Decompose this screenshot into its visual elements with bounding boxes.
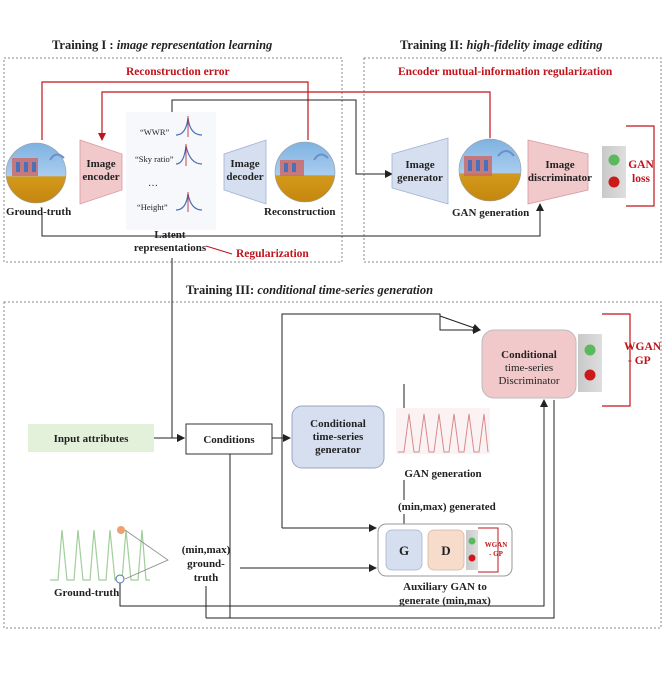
wgan-gp-bracket: [602, 313, 631, 407]
gan-loss-label-2: loss: [632, 173, 650, 185]
image-discriminator-label-2: discriminator: [528, 172, 592, 184]
gan-loss-label-1: GAN: [628, 159, 654, 171]
aux-d-label: D: [441, 543, 450, 558]
image-generator: [391, 137, 449, 205]
attr-wwr: “WWR”: [140, 127, 169, 137]
regularization-pointer: [205, 245, 233, 255]
aux-wgan-label-2: - GP: [489, 550, 504, 558]
aux-gan-label-2: generate (min,max): [399, 595, 491, 607]
mi-regularization-label: Encoder mutual-information regularizatio…: [398, 66, 613, 78]
generated-time-series: [396, 408, 490, 454]
reconstruction-label: Reconstruction: [264, 206, 336, 218]
gan-loss-bracket: [626, 125, 655, 207]
ground-truth-to-discriminator-line-2: [119, 399, 548, 607]
gan-generated-image: [458, 138, 522, 202]
image-encoder-label-1: Image: [86, 158, 115, 170]
ground-truth-to-discriminator-line: [41, 203, 544, 237]
gan-generation-label-2: GAN generation: [404, 468, 481, 480]
image-decoder-label-2: decoder: [226, 171, 263, 183]
image-discriminator-label-1: Image: [545, 159, 574, 171]
image-generator-label-2: generator: [397, 172, 443, 184]
aux-g-box: [385, 529, 423, 571]
section1-frame: [3, 57, 343, 263]
minmax-gt-label-1: (min,max): [182, 544, 231, 556]
attr-height: “Height”: [137, 202, 168, 212]
mi-regularization-line: [98, 91, 491, 141]
minmax-gt-label-2: ground-: [187, 558, 225, 570]
cts-discriminator-box: [481, 329, 577, 399]
gen-to-disc-arrow: [439, 315, 481, 332]
wgan-real-green: [584, 344, 596, 356]
attr-ellipsis: …: [148, 178, 158, 189]
latent-to-conditions-line: [171, 258, 185, 442]
latent-to-generator-line: [171, 99, 393, 178]
image-decoder: [223, 139, 267, 205]
wgan-gp-label-1: WGAN: [624, 341, 662, 353]
aux-d-box: [427, 529, 465, 571]
section1-title: Training I : image representation learni…: [52, 38, 272, 52]
real-indicator-green: [608, 154, 620, 166]
image-generator-label-1: Image: [405, 159, 434, 171]
ground-truth-time-series: [50, 526, 169, 584]
cts-generator-label-2: time-series: [313, 431, 364, 443]
cts-generator-label-1: Conditional: [310, 418, 366, 430]
section3-frame: [3, 301, 662, 629]
ground-truth-label: Ground-truth: [6, 206, 71, 218]
aux-wgan-label-1: WGAN: [485, 541, 508, 549]
image-discriminator: [527, 139, 589, 205]
gan-generation-label-1: GAN generation: [452, 207, 529, 219]
section2-frame: [363, 57, 662, 263]
ground-truth-image: [5, 142, 67, 204]
minmax-gt-label-3: truth: [194, 572, 218, 584]
image-decoder-label-1: Image: [230, 158, 259, 170]
image-encoder-label-2: encoder: [82, 171, 119, 183]
aux-fake-red: [468, 554, 476, 562]
conditions-label: Conditions: [203, 434, 255, 446]
bottom-to-disc-line: [206, 400, 555, 619]
aux-g-label: G: [399, 543, 409, 558]
section3-title: Training III: conditional time-series ge…: [186, 283, 433, 297]
conditions-to-discriminator-line: [281, 313, 481, 528]
cts-discriminator-label-3: Discriminator: [498, 375, 559, 387]
ground-truth-ts-label: Ground-truth: [54, 587, 119, 599]
fake-indicator-red: [608, 176, 620, 188]
latent-label-1: Latent: [154, 229, 186, 241]
input-attributes-label: Input attributes: [54, 433, 130, 445]
reconstruction-error-line: [41, 81, 309, 140]
wgan-output-panel: [578, 334, 602, 392]
regularization-label: Regularization: [236, 248, 309, 260]
cts-discriminator-label-2: time-series: [505, 362, 553, 374]
latent-label-2: representations: [134, 242, 207, 254]
input-attributes-box: [28, 424, 154, 452]
reconstruction-image: [274, 141, 336, 203]
image-encoder: [79, 139, 123, 205]
gan-output-panel: [602, 146, 626, 198]
conditions-box: [185, 423, 273, 455]
attr-sky-ratio: “Sky ratio”: [135, 154, 174, 164]
aux-gan-label-1: Auxiliary GAN to: [403, 581, 487, 593]
aux-wgan-bracket: [478, 527, 499, 573]
minmax-generated-label: (min,max) generated: [398, 501, 496, 513]
wgan-gp-label-2: - GP: [628, 355, 651, 367]
aux-real-green: [468, 537, 476, 545]
cts-generator-box: [291, 405, 385, 469]
cts-discriminator-label-1: Conditional: [501, 349, 557, 361]
wgan-fake-red: [584, 369, 596, 381]
aux-output-panel: [466, 530, 478, 570]
section2-title: Training II: high-fidelity image editing: [400, 38, 603, 52]
cts-generator-label-3: generator: [315, 444, 361, 456]
reconstruction-error-label: Reconstruction error: [126, 66, 230, 78]
